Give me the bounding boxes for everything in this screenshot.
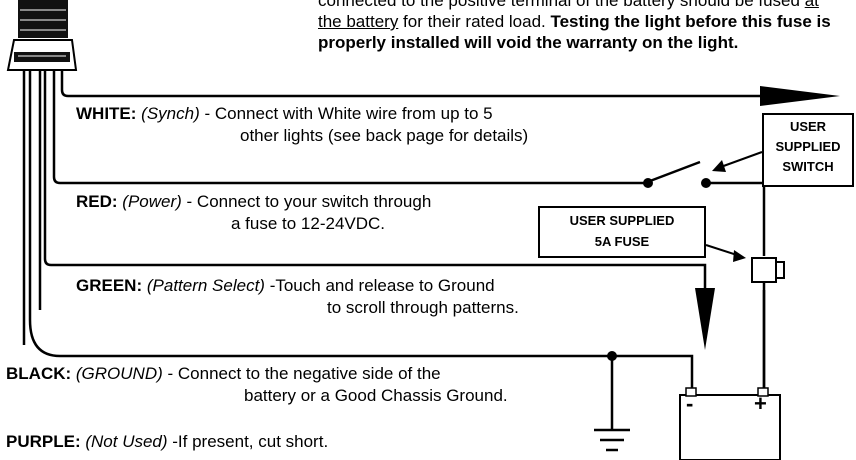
beacon-light-icon xyxy=(6,0,78,71)
red-wire-desc: a fuse to 12-24VDC. xyxy=(231,214,386,233)
warning-line-3: properly installed will void the warrant… xyxy=(318,33,739,52)
black-wire-label: BLACK: (GROUND) - Connect to the negativ… xyxy=(6,364,441,383)
white-wire-label: WHITE: (Synch) - Connect with White wire… xyxy=(76,104,493,123)
black-wire-desc: battery or a Good Chassis Ground. xyxy=(244,386,508,405)
warning-line-1: connected to the positive terminal of th… xyxy=(318,0,819,10)
warning-line-2: the battery for their rated load. Testin… xyxy=(318,12,831,31)
user-supplied-switch-label: USER SUPPLIED SWITCH xyxy=(762,113,854,187)
fuse-pointer-arrow-icon xyxy=(733,250,746,262)
green-arrow-icon xyxy=(695,288,715,350)
purple-wire-label: PURPLE: (Not Used) -If present, cut shor… xyxy=(6,432,329,451)
user-supplied-fuse-label: USER SUPPLIED 5A FUSE xyxy=(538,206,706,258)
green-wire-label: GREEN: (Pattern Select) -Touch and relea… xyxy=(76,276,495,295)
white-arrow-icon xyxy=(760,86,840,106)
battery-icon xyxy=(679,394,781,460)
switch-pointer-arrow-icon xyxy=(712,160,726,172)
white-wire-desc: other lights (see back page for details) xyxy=(240,126,529,145)
battery-positive-sign: + xyxy=(754,391,767,416)
red-wire-label: RED: (Power) - Connect to your switch th… xyxy=(76,192,432,211)
battery-negative-sign: - xyxy=(686,391,694,416)
ground-icon xyxy=(594,428,630,452)
green-wire-desc: to scroll through patterns. xyxy=(327,298,519,317)
fuse-icon xyxy=(751,257,785,283)
switch-lever-icon xyxy=(649,160,701,183)
switch-terminal-right-icon xyxy=(701,178,711,188)
